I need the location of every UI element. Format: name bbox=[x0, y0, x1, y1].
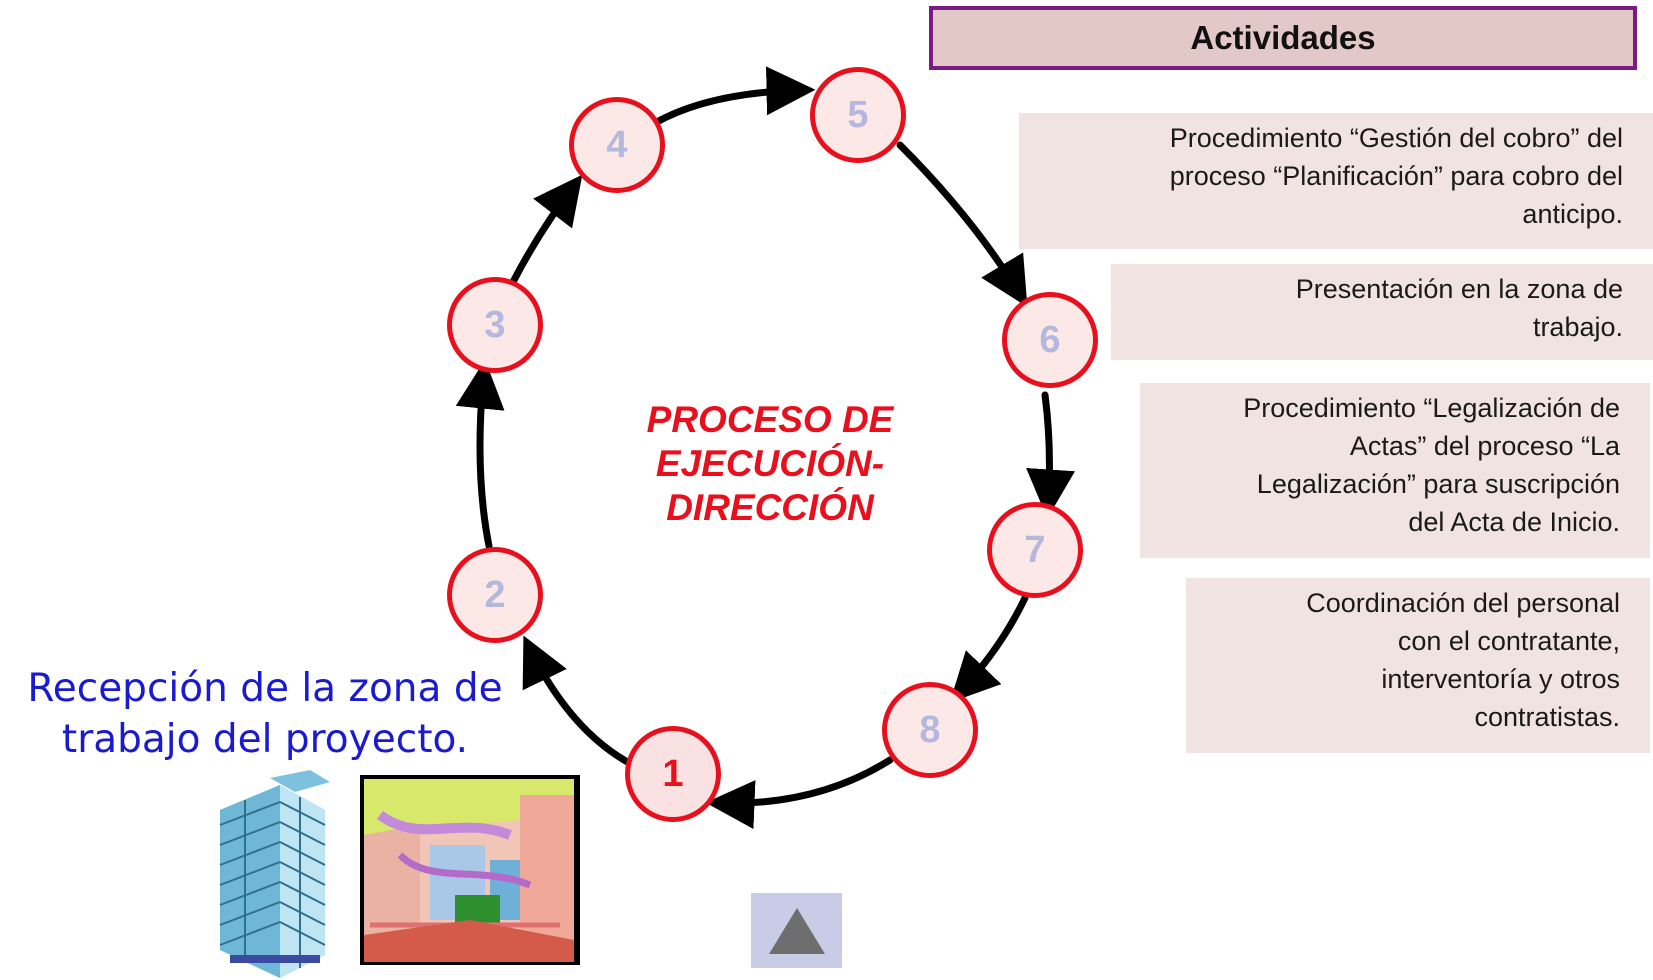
activity-box-2: Presentación en la zona de trabajo. bbox=[1111, 264, 1653, 360]
process-title-line: DIRECCIÓN bbox=[666, 487, 874, 528]
activity-line: Presentación en la zona de bbox=[1295, 274, 1623, 304]
activities-header: Actividades bbox=[929, 6, 1637, 70]
step-8-circle: 8 bbox=[882, 682, 978, 778]
arrow-2-to-3 bbox=[455, 359, 505, 550]
step-6-circle: 6 bbox=[1002, 292, 1098, 388]
reception-line: trabajo del proyecto. bbox=[61, 717, 469, 762]
process-title: PROCESO DE EJECUCIÓN- DIRECCIÓN bbox=[600, 398, 940, 530]
activity-line: Coordinación del personal bbox=[1306, 588, 1620, 618]
activity-line: anticipo. bbox=[1522, 199, 1623, 229]
step-3-circle: 3 bbox=[447, 277, 543, 373]
nav-up-button[interactable] bbox=[751, 893, 842, 968]
arrow-4-to-5 bbox=[651, 66, 816, 127]
process-title-line: PROCESO DE bbox=[646, 399, 894, 440]
arrow-8-to-1 bbox=[705, 756, 894, 830]
process-title-line: EJECUCIÓN- bbox=[655, 443, 885, 484]
arrow-3-to-4 bbox=[509, 174, 583, 286]
activity-box-4: Coordinación del personal con el contrat… bbox=[1186, 578, 1650, 753]
step-1-circle: 1 bbox=[625, 726, 721, 822]
activity-box-3: Procedimiento “Legalización de Actas” de… bbox=[1140, 383, 1650, 558]
reception-label: Recepción de la zona de trabajo del proy… bbox=[0, 663, 530, 765]
arrow-7-to-8 bbox=[949, 594, 1029, 703]
activity-line: interventoría y otros bbox=[1381, 664, 1620, 694]
mechanical-room-image bbox=[360, 775, 580, 965]
activity-line: Procedimiento “Gestión del cobro” del bbox=[1169, 123, 1623, 153]
arrow-1-to-2 bbox=[522, 635, 637, 769]
activity-line: contratistas. bbox=[1474, 702, 1620, 732]
activity-line: Legalización” para suscripción bbox=[1256, 469, 1620, 499]
activity-line: del Acta de Inicio. bbox=[1408, 507, 1620, 537]
activity-line: Actas” del proceso “La bbox=[1349, 431, 1620, 461]
reception-line: Recepción de la zona de bbox=[27, 666, 503, 711]
activity-line: proceso “Planificación” para cobro del bbox=[1169, 161, 1623, 191]
step-5-circle: 5 bbox=[810, 67, 906, 163]
step-2-circle: 2 bbox=[447, 547, 543, 643]
arrow-5-to-6 bbox=[896, 141, 1028, 307]
step-7-circle: 7 bbox=[987, 502, 1083, 598]
building-model-image bbox=[219, 770, 330, 978]
arrow-6-to-7 bbox=[1026, 391, 1076, 519]
triangle-up-icon bbox=[768, 907, 825, 954]
activity-box-1: Procedimiento “Gestión del cobro” del pr… bbox=[1019, 113, 1653, 249]
activity-line: trabajo. bbox=[1532, 312, 1623, 342]
step-4-circle: 4 bbox=[569, 97, 665, 193]
activity-line: con el contratante, bbox=[1397, 626, 1620, 656]
activity-line: Procedimiento “Legalización de bbox=[1243, 393, 1620, 423]
